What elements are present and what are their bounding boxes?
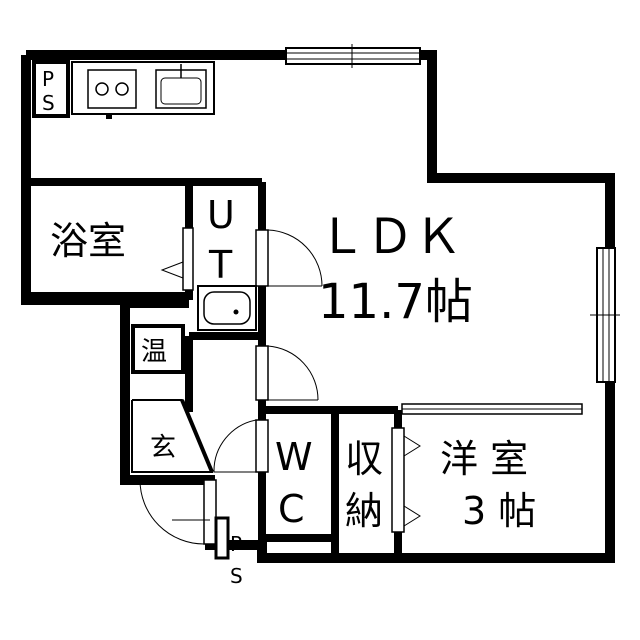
entrance-door (139, 479, 217, 545)
top-window (285, 44, 421, 68)
wc-label-w: W (275, 435, 313, 479)
ps-bottom-label-p: P (230, 532, 242, 556)
storage-doors (391, 427, 421, 533)
western-room-label: 洋 室 (440, 437, 528, 481)
ldk-size-label: 11.7帖 (318, 274, 473, 330)
bath-door (160, 227, 194, 291)
storage-label-1: 収 (345, 437, 383, 481)
entrance (131, 399, 214, 473)
ps-top-label-p: P (42, 67, 54, 91)
ut-label-u: U (207, 193, 235, 237)
bath-label: 浴室 (50, 219, 126, 263)
ldk-label: ＬＤＫ (318, 209, 462, 265)
wc-storage-walls (262, 410, 402, 558)
entrance-label: 玄 (150, 433, 176, 463)
storage-label-2: 納 (345, 489, 383, 533)
wc-label-c: C (278, 487, 305, 531)
ut-label-t: T (208, 243, 233, 287)
ut-door (255, 229, 323, 287)
western-room-sliding-door (401, 403, 583, 415)
water-heater-label: 温 (141, 337, 167, 367)
wc-door (213, 419, 269, 473)
ps-bottom-label-s: S (230, 564, 243, 588)
water-heater-box (131, 324, 185, 374)
kitchen-counter (71, 61, 215, 119)
western-room-size-label: 3 帖 (462, 489, 536, 533)
ldk-corridor-door (255, 345, 319, 401)
ps-top-box (32, 60, 70, 118)
ps-bottom-box (214, 516, 230, 560)
right-window (590, 247, 620, 383)
ps-top-label-s: S (42, 91, 55, 115)
wash-basin (197, 285, 257, 331)
